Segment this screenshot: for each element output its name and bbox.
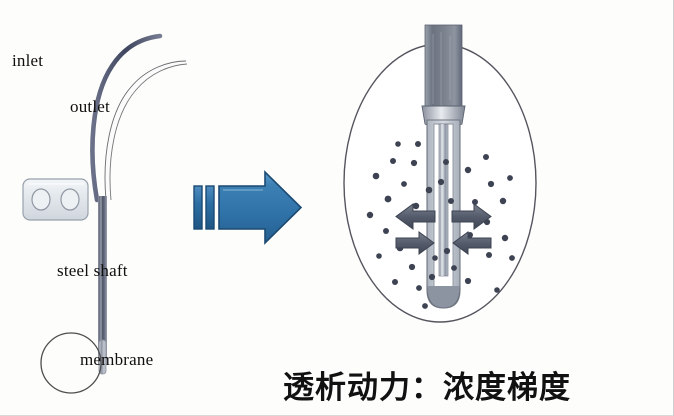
- label-inlet: inlet: [12, 51, 44, 70]
- probe-outer-shaft: [424, 24, 463, 114]
- probe-hub: [22, 178, 89, 221]
- membrane-tip: [40, 332, 107, 394]
- diffusion-arrow-in-right: [452, 231, 492, 255]
- diffusion-arrow-in-left: [395, 231, 435, 255]
- probe-tip: [426, 285, 461, 309]
- steel-shaft: [98, 196, 107, 364]
- membrane-callout-circle: [40, 332, 102, 394]
- molecule-dots: [366, 141, 515, 309]
- diffusion-arrow-out-right: [451, 203, 492, 230]
- label-steel-shaft: steel shaft: [57, 261, 128, 280]
- membrane-closeup: [343, 24, 537, 323]
- inlet-tube: [90, 33, 163, 203]
- label-membrane: membrane: [80, 350, 154, 369]
- transition-arrow: [193, 170, 303, 245]
- label-outlet: outlet: [70, 97, 110, 116]
- diffusion-arrow-out-left: [395, 203, 436, 230]
- outlet-tube: [104, 59, 189, 203]
- figure-caption: 透析动力：浓度梯度: [283, 370, 571, 406]
